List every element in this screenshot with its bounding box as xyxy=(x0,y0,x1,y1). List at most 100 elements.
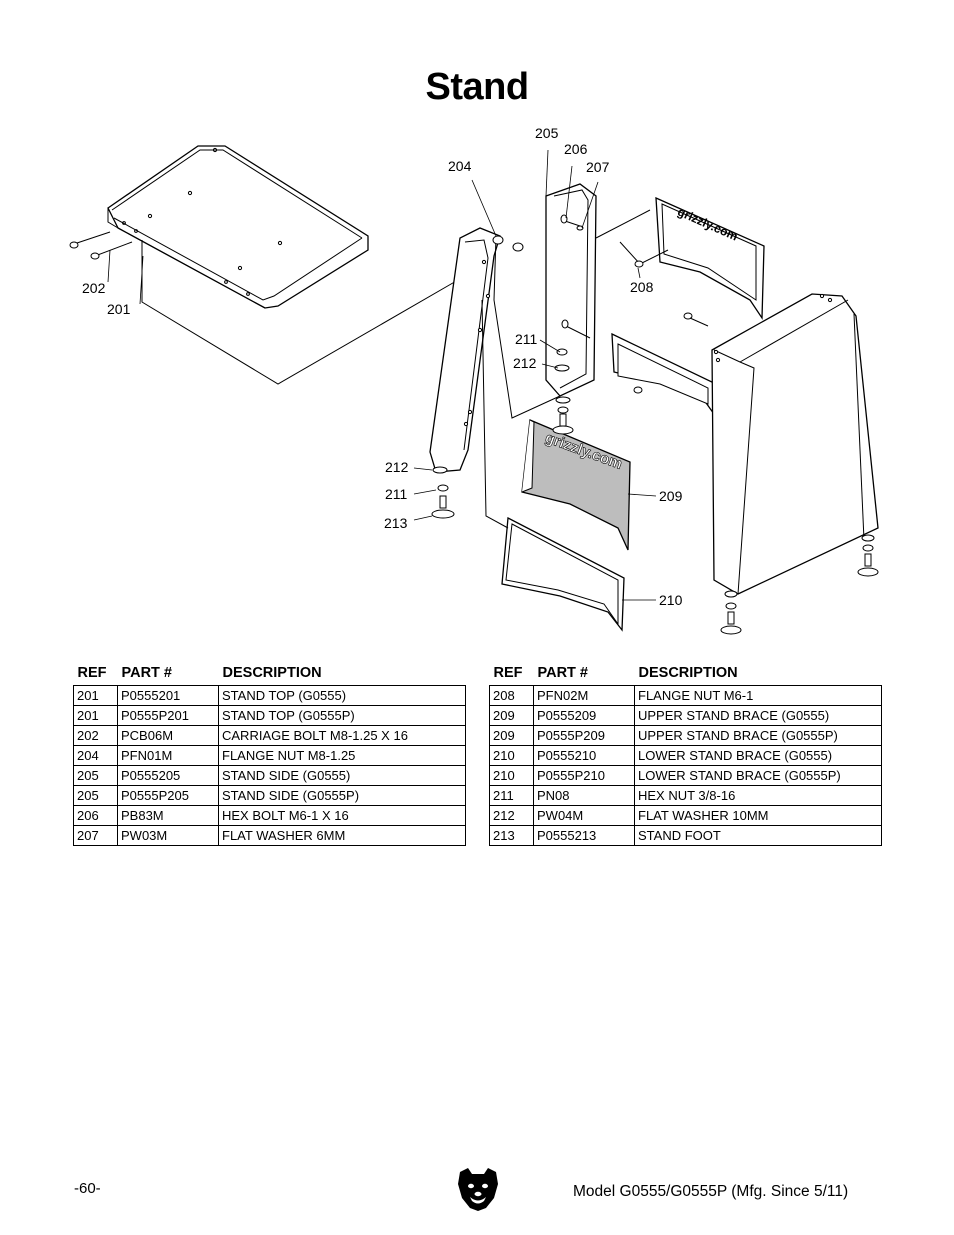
ref-cell: 207 xyxy=(73,825,118,846)
callout-204: 204 xyxy=(448,158,472,174)
callout-201: 201 xyxy=(107,301,131,317)
part-number-cell: P0555P201 xyxy=(117,705,219,726)
callout-202: 202 xyxy=(82,280,106,296)
part-column-header: PART # xyxy=(121,665,173,681)
part-number-cell: PW03M xyxy=(117,825,219,846)
description-cell: LOWER STAND BRACE (G0555) xyxy=(634,745,882,766)
ref-cell: 212 xyxy=(489,805,534,826)
description-column-header: DESCRIPTION xyxy=(638,665,738,681)
part-number-cell: PW04M xyxy=(533,805,635,826)
table-header-row: REF PART # DESCRIPTION xyxy=(74,661,466,686)
part-number-cell: PFN01M xyxy=(117,745,219,766)
description-cell: UPPER STAND BRACE (G0555) xyxy=(634,705,882,726)
callout-213: 213 xyxy=(384,515,408,531)
ref-cell: 209 xyxy=(489,725,534,746)
description-cell: FLAT WASHER 10MM xyxy=(634,805,882,826)
callout-209: 209 xyxy=(659,488,683,504)
part-number-cell: PFN02M xyxy=(533,685,635,706)
lower-back-brace-part xyxy=(611,332,717,416)
foot-hardware-right-front xyxy=(720,590,742,635)
ref-cell: 210 xyxy=(489,745,534,766)
description-cell: STAND FOOT xyxy=(634,825,882,846)
description-cell: UPPER STAND BRACE (G0555P) xyxy=(634,725,882,746)
part-number-cell: P0555P209 xyxy=(533,725,635,746)
callout-205: 205 xyxy=(535,125,559,141)
upper-back-brace-part: grizzly.com xyxy=(655,196,765,321)
callout-208: 208 xyxy=(630,279,654,295)
stand-side-center-part xyxy=(493,183,597,419)
ref-column-header: REF xyxy=(77,665,107,681)
description-cell: LOWER STAND BRACE (G0555P) xyxy=(634,765,882,786)
stand-top-part xyxy=(107,145,369,309)
ref-cell: 213 xyxy=(489,825,534,846)
ref-cell: 209 xyxy=(489,705,534,726)
callout-211-lower: 211 xyxy=(385,486,408,502)
exploded-parts-diagram: grizzly.com grizzly.com xyxy=(69,125,879,635)
part-number-cell: P0555209 xyxy=(533,705,635,726)
description-cell: STAND TOP (G0555P) xyxy=(218,705,466,726)
description-cell: HEX NUT 3/8-16 xyxy=(634,785,882,806)
description-cell: FLANGE NUT M8-1.25 xyxy=(218,745,466,766)
callout-206: 206 xyxy=(564,141,588,157)
callout-210: 210 xyxy=(659,592,683,608)
callout-212-upper: 212 xyxy=(513,355,537,371)
model-info: Model G0555/G0555P (Mfg. Since 5/11) xyxy=(573,1183,849,1200)
bear-head-icon xyxy=(458,1168,498,1211)
part-number-cell: P0555205 xyxy=(117,765,219,786)
table-header-row: REF PART # DESCRIPTION xyxy=(490,661,882,686)
ref-cell: 211 xyxy=(489,785,534,806)
upper-front-brace-part: grizzly.com xyxy=(521,419,631,551)
callout-207: 207 xyxy=(586,159,610,175)
part-number-cell: PN08 xyxy=(533,785,635,806)
lower-front-brace-part xyxy=(501,516,625,632)
part-number-cell: PB83M xyxy=(117,805,219,826)
ref-cell: 202 xyxy=(73,725,118,746)
flange-nut-part xyxy=(492,235,524,252)
description-cell: STAND TOP (G0555) xyxy=(218,685,466,706)
part-number-cell: P0555P210 xyxy=(533,765,635,786)
hex-bolt-part xyxy=(560,214,591,339)
ref-cell: 205 xyxy=(73,785,118,806)
callout-211-upper: 211 xyxy=(515,331,538,347)
part-number-cell: P0555210 xyxy=(533,745,635,766)
ref-cell: 210 xyxy=(489,765,534,786)
foot-hardware-center xyxy=(552,348,574,435)
description-cell: FLAT WASHER 6MM xyxy=(218,825,466,846)
leader-lines xyxy=(107,149,657,601)
ref-cell: 201 xyxy=(73,705,118,726)
part-number-cell: P0555213 xyxy=(533,825,635,846)
description-cell: HEX BOLT M6-1 X 16 xyxy=(218,805,466,826)
callout-212-lower: 212 xyxy=(385,459,409,475)
ref-cell: 206 xyxy=(73,805,118,826)
ref-cell: 208 xyxy=(489,685,534,706)
ref-cell: 201 xyxy=(73,685,118,706)
part-number-cell: P0555P205 xyxy=(117,785,219,806)
ref-cell: 204 xyxy=(73,745,118,766)
description-cell: STAND SIDE (G0555) xyxy=(218,765,466,786)
description-cell: FLANGE NUT M6-1 xyxy=(634,685,882,706)
page-number: -60- xyxy=(74,1180,101,1197)
part-number-cell: P0555201 xyxy=(117,685,219,706)
description-cell: STAND SIDE (G0555P) xyxy=(218,785,466,806)
foot-hardware-right-rear xyxy=(857,534,879,577)
stand-side-left-part xyxy=(429,227,501,473)
